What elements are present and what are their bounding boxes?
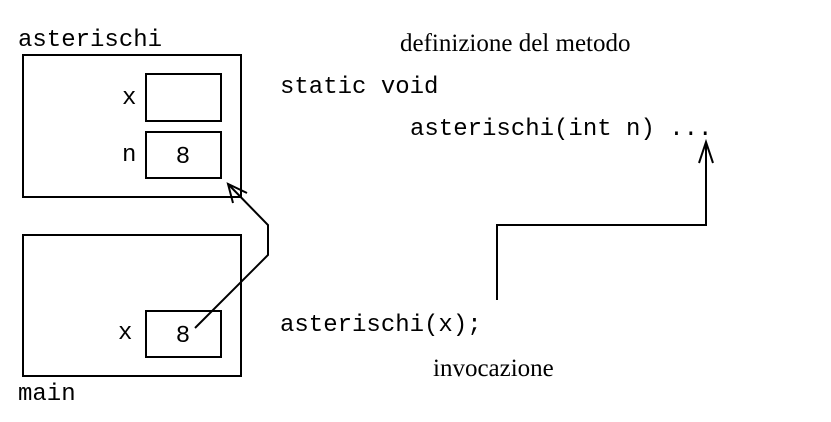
callee-var-x-name: x	[122, 85, 136, 112]
callee-var-n-value: 8	[176, 144, 190, 171]
caller-var-x-name: x	[118, 320, 132, 347]
caller-frame-label: main	[18, 381, 76, 408]
parameter-copy-arrow	[194, 183, 269, 329]
caller-var-x-box	[145, 310, 222, 358]
invocation-caption: invocazione	[433, 355, 554, 382]
caller-frame	[22, 234, 242, 377]
callee-frame	[22, 54, 242, 198]
callee-var-x-box	[145, 73, 222, 122]
invocation-arrow	[496, 142, 707, 300]
callee-var-n-box	[145, 131, 222, 179]
invocation-code: asterischi(x);	[280, 312, 482, 339]
caller-var-x-value: 8	[176, 323, 190, 350]
definition-line-2: asterischi(int n) ...	[410, 116, 712, 143]
parameter-copy-arrowhead	[226, 182, 248, 204]
definition-caption: definizione del metodo	[400, 30, 630, 57]
callee-var-n-name: n	[122, 142, 136, 169]
callee-frame-label: asterischi	[18, 27, 162, 54]
definition-line-1: static void	[280, 74, 438, 101]
invocation-arrowhead	[698, 138, 714, 164]
